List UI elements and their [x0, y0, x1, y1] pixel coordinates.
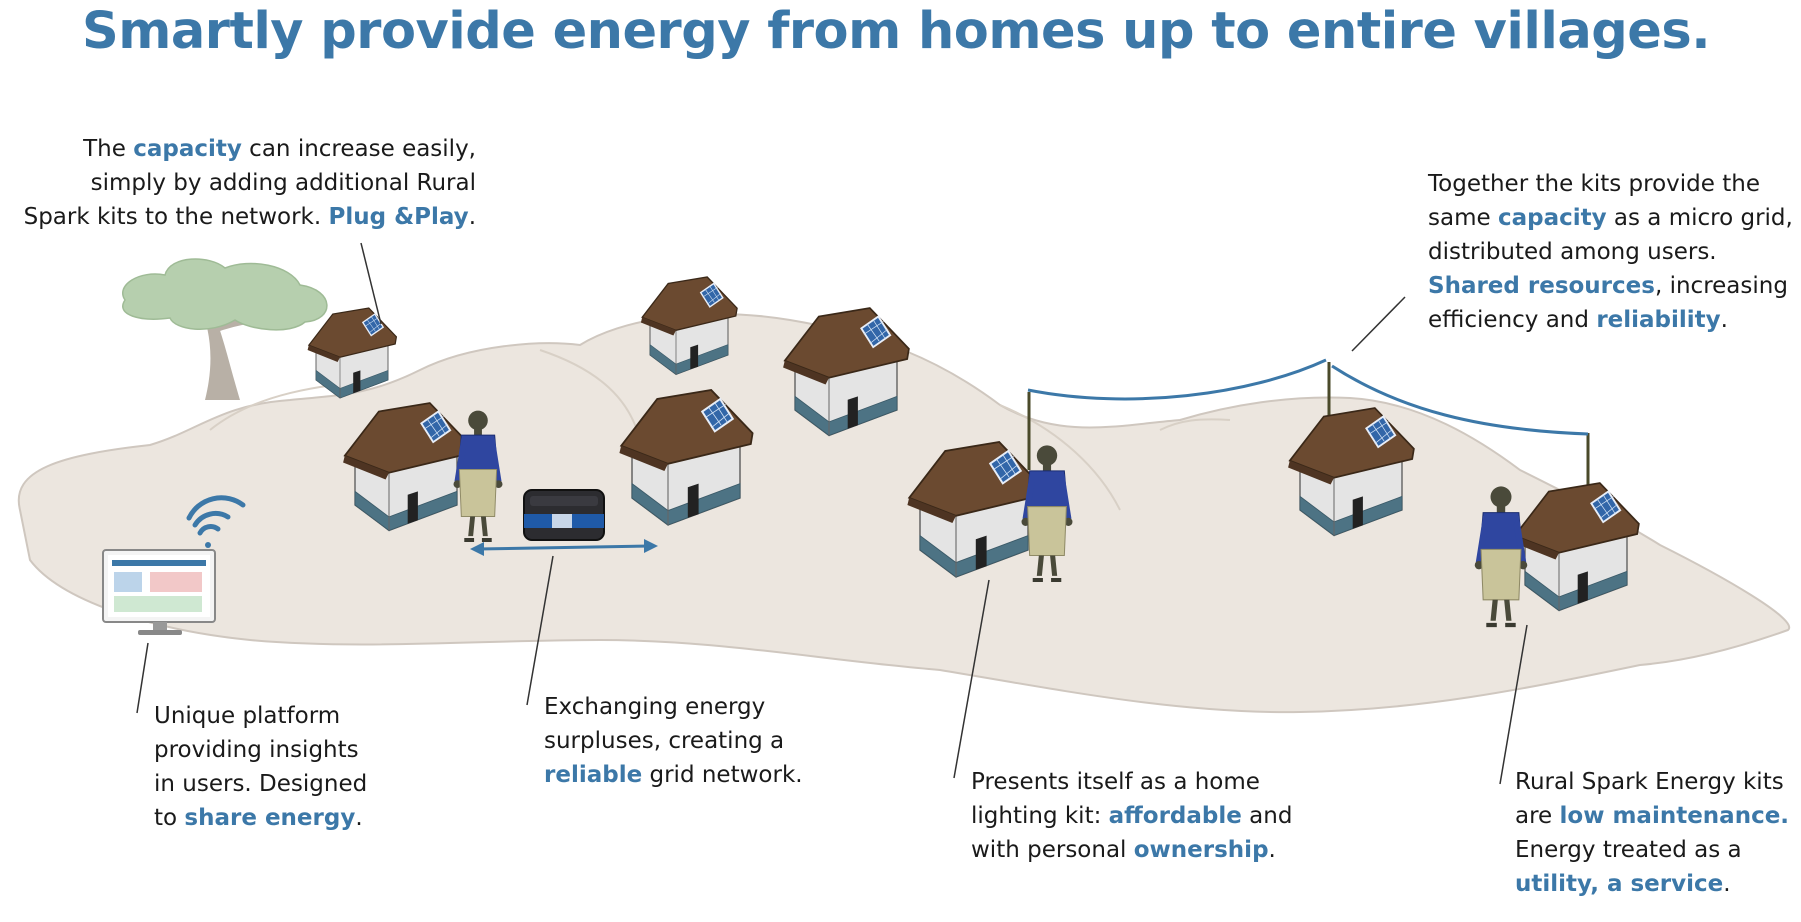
energy-kit-device [523, 489, 605, 541]
highlight: capacity [1497, 205, 1607, 231]
caption-together: Together the kits provide the same capac… [1428, 171, 1793, 333]
ground [17, 313, 1791, 714]
page-title: Smartly provide energy from homes up to … [82, 2, 1711, 61]
highlight: reliable [544, 762, 643, 788]
caption-rural: Rural Spark Energy kits are low maintena… [1515, 769, 1790, 897]
caption-homekit: Presents itself as a home lighting kit: … [971, 769, 1293, 863]
highlight: low maintenance. [1559, 803, 1790, 829]
highlight: utility, a service [1515, 871, 1724, 897]
wifi-icon [186, 495, 246, 548]
monitor [102, 549, 216, 635]
caption-platform: Unique platform providing insights in us… [154, 703, 368, 831]
highlight: Plug &Play [328, 204, 469, 230]
highlight: reliability [1596, 307, 1721, 333]
tree [122, 258, 328, 400]
exchange-arrow [470, 539, 658, 556]
leader-lines [136, 242, 1528, 785]
highlight: capacity [133, 136, 242, 162]
highlight: affordable [1108, 803, 1242, 829]
highlight: share energy [184, 805, 356, 831]
highlight: Shared resources [1428, 273, 1655, 299]
highlight: ownership [1133, 837, 1269, 863]
caption-capacity: The capacity can increase easily, simply… [23, 136, 476, 230]
caption-exchange: Exchanging energy surpluses, creating a … [544, 694, 803, 788]
